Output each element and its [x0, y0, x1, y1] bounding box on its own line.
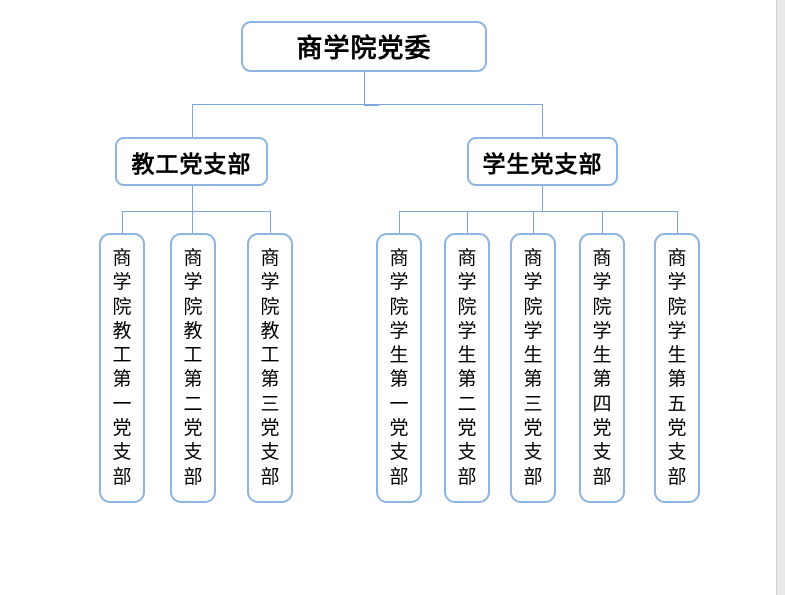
org-node-student-sub-3-label: 商学院学生第三党支部 [523, 247, 543, 488]
connector-drop-student-1 [399, 211, 400, 233]
org-node-student-sub-2[interactable]: 商学院学生第二党支部 [444, 233, 490, 503]
org-node-faculty-branch-label: 教工党支部 [131, 150, 252, 178]
connector-junction-segment [364, 104, 379, 106]
org-node-student-sub-4-label: 商学院学生第四党支部 [592, 247, 612, 488]
connector-student-bar [399, 211, 678, 212]
org-node-student-sub-5-label: 商学院学生第五党支部 [667, 247, 687, 488]
org-node-faculty-sub-2-label: 商学院教工第二党支部 [183, 247, 203, 488]
connector-drop-student-5 [677, 211, 678, 233]
connector-faculty-bar [122, 211, 271, 212]
org-node-student-sub-4[interactable]: 商学院学生第四党支部 [579, 233, 625, 503]
org-node-root-label: 商学院党委 [296, 34, 432, 64]
org-node-root[interactable]: 商学院党委 [241, 21, 487, 72]
org-node-faculty-sub-3[interactable]: 商学院教工第三党支部 [247, 233, 293, 503]
org-node-student-sub-2-label: 商学院学生第二党支部 [457, 247, 477, 488]
page-edge-strip [776, 0, 785, 595]
connector-drop-student-2 [467, 211, 468, 233]
org-node-student-sub-3[interactable]: 商学院学生第三党支部 [510, 233, 556, 503]
connector-drop-faculty [192, 104, 193, 137]
org-node-student-branch-label: 学生党支部 [482, 150, 603, 178]
org-node-student-sub-1-label: 商学院学生第一党支部 [389, 247, 409, 488]
org-node-student-branch[interactable]: 学生党支部 [467, 137, 618, 186]
org-node-student-sub-1[interactable]: 商学院学生第一党支部 [376, 233, 422, 503]
org-node-student-sub-5[interactable]: 商学院学生第五党支部 [654, 233, 700, 503]
org-node-faculty-branch[interactable]: 教工党支部 [115, 137, 268, 186]
connector-drop-faculty-3 [270, 211, 271, 233]
connector-student-stem [542, 186, 543, 211]
connector-root-stem [364, 72, 365, 104]
connector-drop-student-4 [602, 211, 603, 233]
org-node-faculty-sub-3-label: 商学院教工第三党支部 [260, 247, 280, 488]
org-node-faculty-sub-1[interactable]: 商学院教工第一党支部 [99, 233, 145, 503]
connector-drop-student-3 [533, 211, 534, 233]
org-node-faculty-sub-1-label: 商学院教工第一党支部 [112, 247, 132, 488]
connector-drop-student [542, 104, 543, 137]
connector-drop-faculty-1 [122, 211, 123, 233]
connector-faculty-stem [192, 186, 193, 233]
org-node-faculty-sub-2[interactable]: 商学院教工第二党支部 [170, 233, 216, 503]
